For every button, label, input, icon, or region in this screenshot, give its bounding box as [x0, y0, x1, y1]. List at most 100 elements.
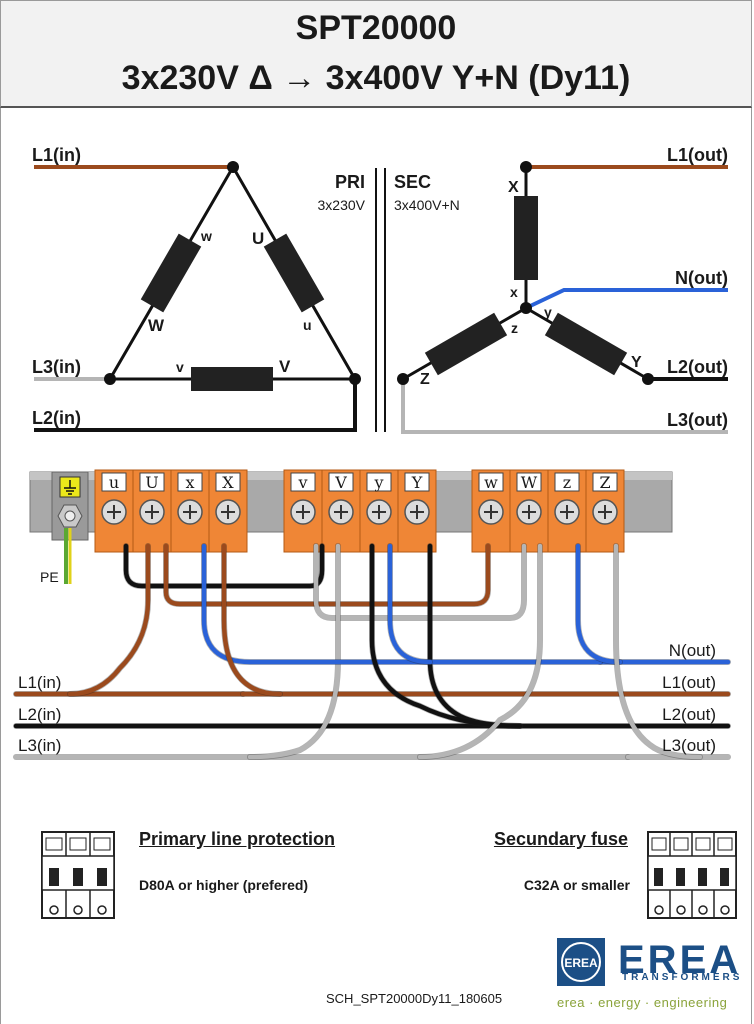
svg-text:EREA: EREA [564, 956, 598, 970]
node-neutral [520, 302, 532, 314]
terminal-V[interactable]: V [321, 469, 361, 553]
header: SPT20000 3x230V Δ → 3x400V Y+N (Dy11) [0, 0, 752, 108]
secondary-fuse-icon [647, 831, 737, 919]
coil-label-v: v [176, 359, 184, 375]
node-y [642, 373, 654, 385]
wire-out-n-y [387, 543, 433, 665]
terminal-Y[interactable]: Y [397, 469, 437, 553]
coil-w [140, 233, 202, 313]
primary-protection-title: Primary line protection [139, 829, 336, 849]
wire-out-n-z [575, 543, 623, 665]
terminal-label: y [373, 473, 383, 492]
wire-label-n-out: N(out) [669, 641, 716, 660]
coil-x [514, 196, 538, 280]
coil-label-y: y [544, 304, 552, 320]
wire-out-l2 [369, 543, 523, 729]
label-l1-in: L1(in) [32, 145, 81, 165]
l3-out-line [401, 379, 728, 434]
wire-jumper-v-W [313, 543, 527, 621]
wire-feed-l1-in [67, 543, 151, 697]
wiring-harness [13, 543, 731, 760]
terminal-label: u [109, 473, 119, 492]
diagram-frame [0, 108, 752, 1024]
label-l3-out: L3(out) [667, 410, 728, 430]
terminal-x[interactable]: x [170, 469, 210, 553]
terminal-label: V [334, 473, 347, 492]
terminal-Z[interactable]: Z [585, 469, 625, 553]
coil-label-V: V [279, 357, 291, 376]
label-l2-in: L2(in) [32, 408, 81, 428]
wire-label-l1-out: L1(out) [662, 673, 716, 692]
wire-label-l2-out: L2(out) [662, 705, 716, 724]
brand-name: EREA [618, 938, 742, 982]
terminal-label: Z [599, 473, 610, 492]
primary-protection-desc: D80A or higher (prefered) [139, 877, 309, 893]
coil-label-w: w [200, 228, 212, 244]
coil-label-Y: Y [631, 354, 642, 371]
coil-label-z: z [511, 320, 518, 336]
wire-feed-l3-in [247, 543, 341, 760]
label-l3-in: L3(in) [32, 357, 81, 377]
node-top [227, 161, 239, 173]
node-left [104, 373, 116, 385]
terminal-label: z [563, 473, 571, 492]
terminal-label: W [521, 473, 538, 492]
page-title: SPT20000 [295, 9, 457, 47]
terminal-X[interactable]: X [208, 469, 248, 553]
coil-label-Z: Z [420, 371, 430, 388]
terminal-y[interactable]: y [359, 469, 399, 553]
terminal-label: v [297, 473, 307, 492]
coil-u [263, 233, 325, 313]
wire-out-l3 [417, 543, 543, 760]
terminal-label: U [145, 473, 158, 492]
sec-label: SEC [394, 172, 431, 192]
terminal-u[interactable]: u [94, 469, 134, 553]
terminal-U[interactable]: U [132, 469, 172, 553]
terminal-label: w [484, 473, 498, 492]
brand-subtitle: TRANSFORMERS [622, 972, 743, 983]
brand-tagline: erea · energy · engineering [557, 995, 728, 1010]
coil-z [424, 312, 508, 376]
coil-label-X: X [508, 179, 519, 196]
terminal-v[interactable]: v [283, 469, 323, 553]
page-subtitle: 3x230V Δ → 3x400V Y+N (Dy11) [121, 59, 631, 97]
wire-label-l3-out: L3(out) [662, 736, 716, 755]
coil-label-U: U [252, 229, 264, 248]
n-out-line [525, 288, 728, 310]
wire-label-l2-in: L2(in) [18, 705, 61, 724]
wire-out-n-x [201, 543, 603, 665]
secondary-fuse-title: Secundary fuse [493, 829, 628, 849]
node-right [349, 373, 361, 385]
terminal-z[interactable]: z [547, 469, 587, 553]
primary-breaker-icon [41, 831, 115, 919]
label-l2-out: L2(out) [667, 357, 728, 377]
wire-label-l3-in: L3(in) [18, 736, 61, 755]
pri-voltage: 3x230V [318, 197, 366, 213]
terminal-label: X [222, 473, 234, 492]
coil-label-u: u [303, 317, 312, 333]
label-l1-out: L1(out) [667, 145, 728, 165]
drawing-code: SCH_SPT20000Dy11_180605 [326, 991, 503, 1006]
coil-label-x: x [510, 284, 518, 300]
label-n-out: N(out) [675, 268, 728, 288]
terminal-W[interactable]: W [509, 469, 549, 553]
terminal-label: x [185, 473, 194, 492]
wire-jumper-U-Z [163, 543, 491, 607]
coil-label-W: W [148, 316, 165, 335]
wire-out-l1 [221, 543, 283, 697]
terminal-w[interactable]: w [471, 469, 511, 553]
erea-logo-icon: EREA [557, 938, 605, 986]
wire-label-l1-in: L1(in) [18, 673, 61, 692]
coil-v [191, 367, 273, 391]
pri-label: PRI [335, 172, 365, 192]
wire-out-l3b [613, 543, 703, 760]
node-z [397, 373, 409, 385]
coil-y [544, 312, 628, 376]
secondary-fuse-desc: C32A or smaller [523, 877, 630, 893]
node-x [520, 161, 532, 173]
sec-voltage: 3x400V+N [394, 197, 460, 213]
pe-label: PE [40, 569, 59, 585]
l2-in-line [34, 379, 357, 432]
